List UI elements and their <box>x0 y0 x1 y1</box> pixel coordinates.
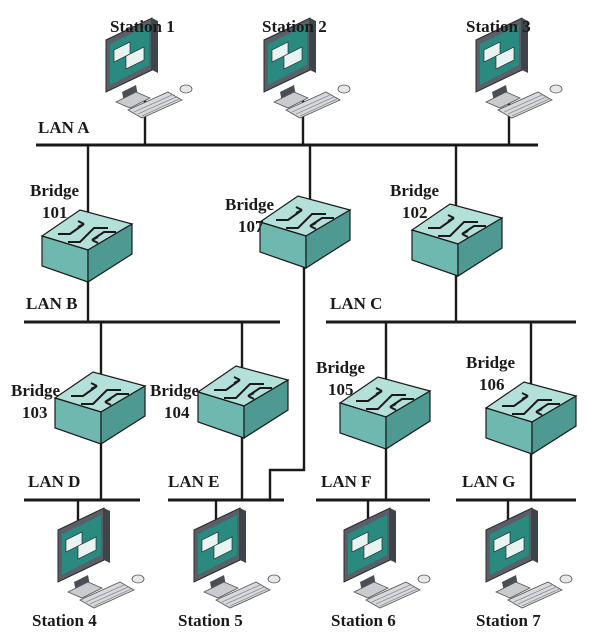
bridges <box>41 195 577 455</box>
station-6-label: Station 6 <box>331 611 396 630</box>
bridge-105-label: Bridge <box>316 358 366 377</box>
workstation-icon <box>485 507 573 609</box>
station-4-label: Station 4 <box>32 611 97 630</box>
station-7-label: Station 7 <box>476 611 541 630</box>
stations <box>57 17 573 609</box>
lan-d-label: LAN D <box>28 472 80 491</box>
lan-e-label: LAN E <box>168 472 219 491</box>
bridge-103-id: 103 <box>22 403 48 422</box>
lan-c-label: LAN C <box>330 294 382 313</box>
bridge-107-id: 107 <box>238 217 264 236</box>
lan-labels: LAN A LAN B LAN C LAN D LAN E LAN F LAN … <box>26 118 515 491</box>
bridge-101-label: Bridge <box>30 181 80 200</box>
station-1-label: Station 1 <box>110 17 175 36</box>
lan-a-label: LAN A <box>38 118 90 137</box>
bridge-icon <box>54 371 146 445</box>
station-labels: Station 1 Station 2 Station 3 Station 4 … <box>32 17 541 630</box>
lan-g-label: LAN G <box>462 472 515 491</box>
bridge-102-label: Bridge <box>390 181 440 200</box>
bridge-icon <box>339 376 431 450</box>
lan-f-label: LAN F <box>321 472 372 491</box>
lan-b-label: LAN B <box>26 294 77 313</box>
bridge-103-label: Bridge <box>11 381 61 400</box>
bridge-icon <box>197 365 289 439</box>
bridge-102-id: 102 <box>402 203 428 222</box>
bridge-labels: Bridge 101 Bridge 107 Bridge 102 Bridge … <box>11 181 516 422</box>
bridge-106-label: Bridge <box>466 353 516 372</box>
workstation-icon <box>57 507 145 609</box>
lan-segments <box>24 143 576 502</box>
workstation-icon <box>343 507 431 609</box>
bridge107-lower-wire <box>268 255 306 500</box>
bridge-101-id: 101 <box>42 203 68 222</box>
bridge-105-id: 105 <box>328 380 354 399</box>
bridge-104-id: 104 <box>164 403 190 422</box>
workstation-icon <box>193 507 281 609</box>
bridge-106-id: 106 <box>479 375 505 394</box>
station-3-label: Station 3 <box>466 17 531 36</box>
bridge-104-label: Bridge <box>150 381 200 400</box>
bridge-107-label: Bridge <box>225 195 275 214</box>
station-2-label: Station 2 <box>262 17 327 36</box>
station-5-label: Station 5 <box>178 611 243 630</box>
